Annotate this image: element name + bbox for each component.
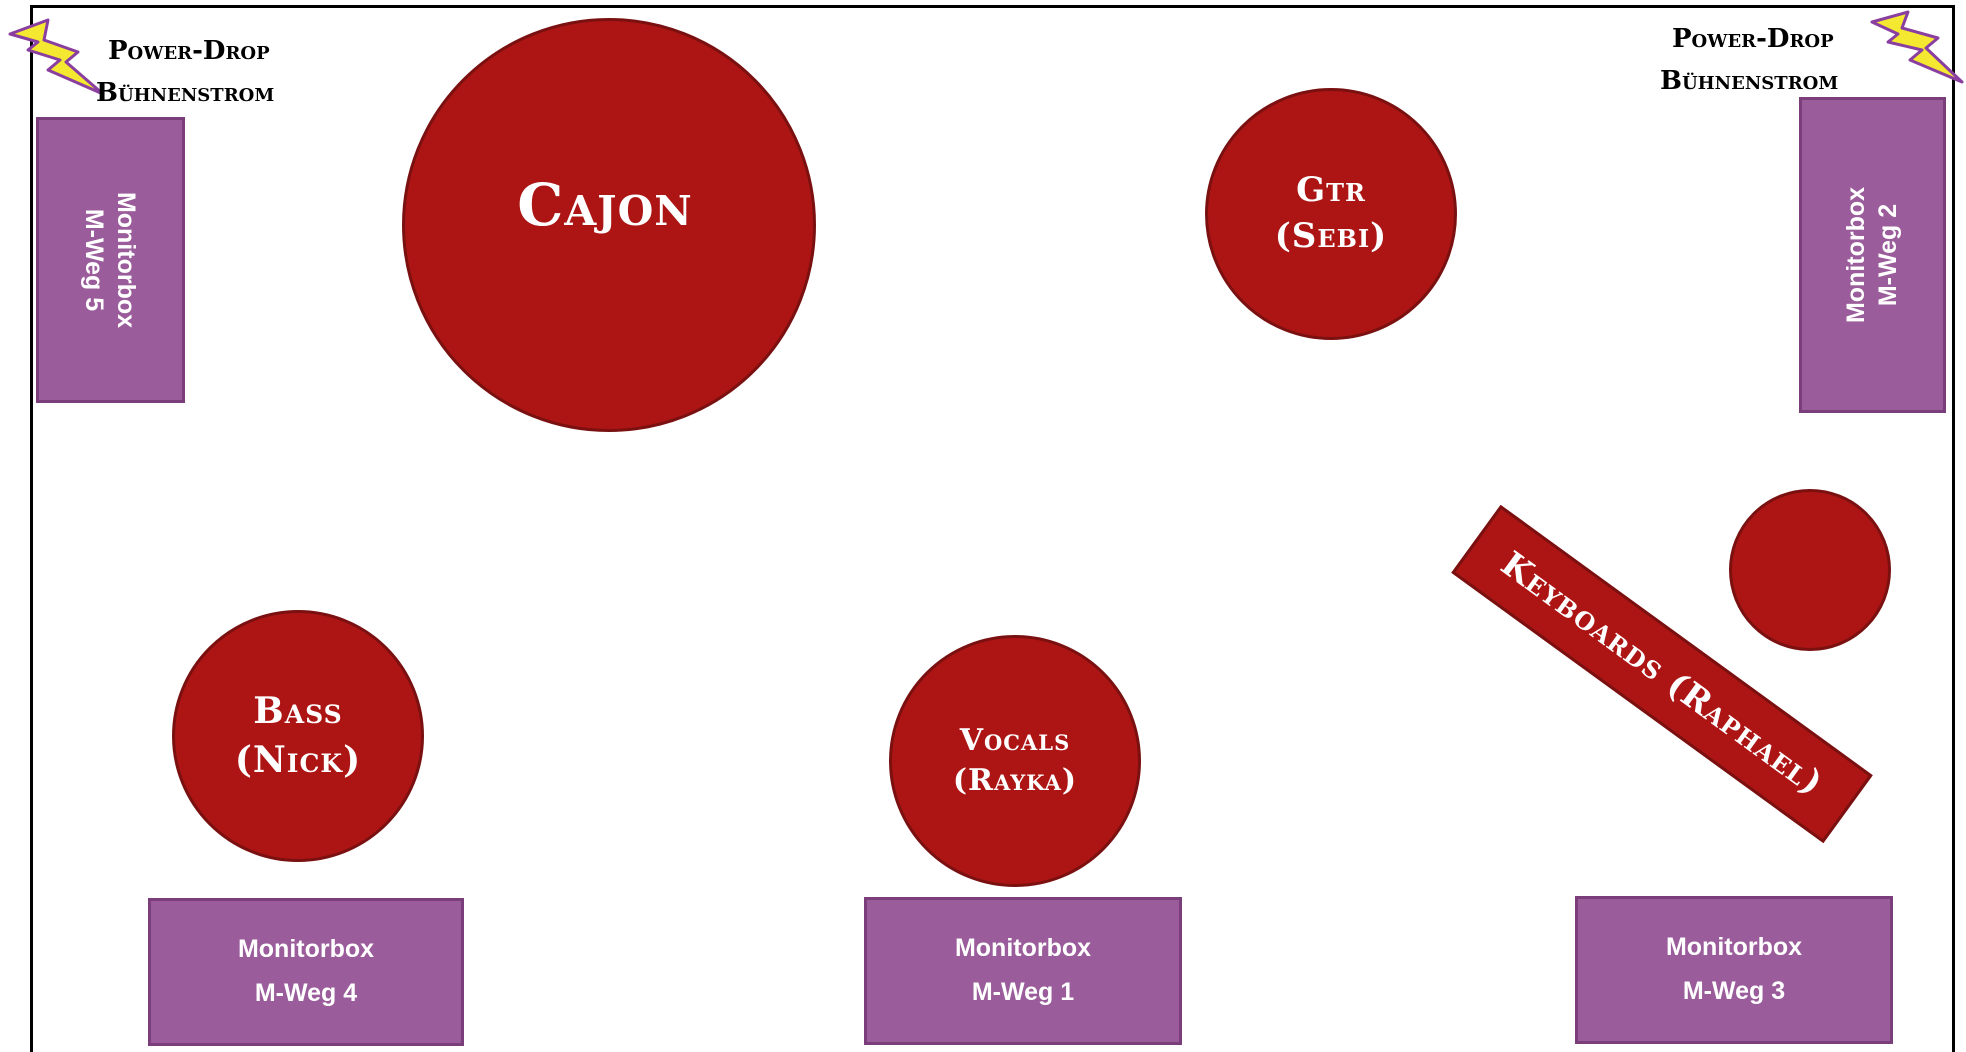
monitor-box-5-channel: M-Weg 5 (80, 208, 108, 312)
monitor-box-5-title: Monitorbox (112, 191, 141, 329)
monitor-box-1-title: Monitorbox (954, 934, 1092, 963)
lightning-bolt-icon (8, 18, 105, 96)
guitar-circle: Gtr (Sebi) (1205, 88, 1457, 340)
guitar-label: Gtr (1296, 170, 1366, 211)
lightning-bolt-icon (1870, 10, 1964, 84)
power-drop-label-left: Power-Drop Bühnenstrom (96, 30, 274, 114)
power-drop-subtitle: Bühnenstrom (1660, 66, 1839, 96)
monitor-box-5 (36, 117, 185, 403)
monitor-box-1: Monitorbox M-Weg 1 (864, 897, 1182, 1045)
stage-plan (30, 5, 1955, 1052)
vocals-label: Vocals (959, 722, 1071, 758)
monitor-box-1-channel: M-Weg 1 (971, 978, 1075, 1006)
bass-circle: Bass (Nick) (172, 610, 424, 862)
cajon-circle: Cajon (402, 18, 816, 432)
monitor-box-3-channel: M-Weg 3 (1682, 977, 1786, 1005)
monitor-box-5-label: Monitorbox M-Weg 5 (68, 130, 152, 390)
monitor-box-4-channel: M-Weg 4 (254, 979, 358, 1007)
cajon-label: Cajon (517, 170, 693, 239)
monitor-box-2-title: Monitorbox (1841, 186, 1870, 324)
power-drop-subtitle: Bühnenstrom (96, 78, 275, 108)
bass-player-label: (Nick) (234, 739, 362, 781)
monitor-box-4-title: Monitorbox (237, 935, 375, 964)
monitor-box-3: Monitorbox M-Weg 3 (1575, 896, 1893, 1044)
power-drop-title: Power-Drop (108, 36, 270, 66)
monitor-box-2-label: Monitorbox M-Weg 2 (1830, 125, 1914, 385)
bass-label: Bass (253, 690, 343, 733)
vocals-player-label: (Rayka) (952, 763, 1078, 798)
monitor-box-2 (1799, 97, 1946, 413)
power-drop-label-right: Power-Drop Bühnenstrom (1660, 18, 1838, 102)
monitor-box-4: Monitorbox M-Weg 4 (148, 898, 464, 1046)
vocals-circle: Vocals (Rayka) (889, 635, 1141, 887)
monitor-box-3-title: Monitorbox (1665, 933, 1803, 962)
guitar-player-label: (Sebi) (1274, 216, 1388, 256)
monitor-box-2-channel: M-Weg 2 (1874, 203, 1902, 307)
power-drop-title: Power-Drop (1672, 24, 1834, 54)
keyboard-stool-circle (1729, 489, 1891, 651)
